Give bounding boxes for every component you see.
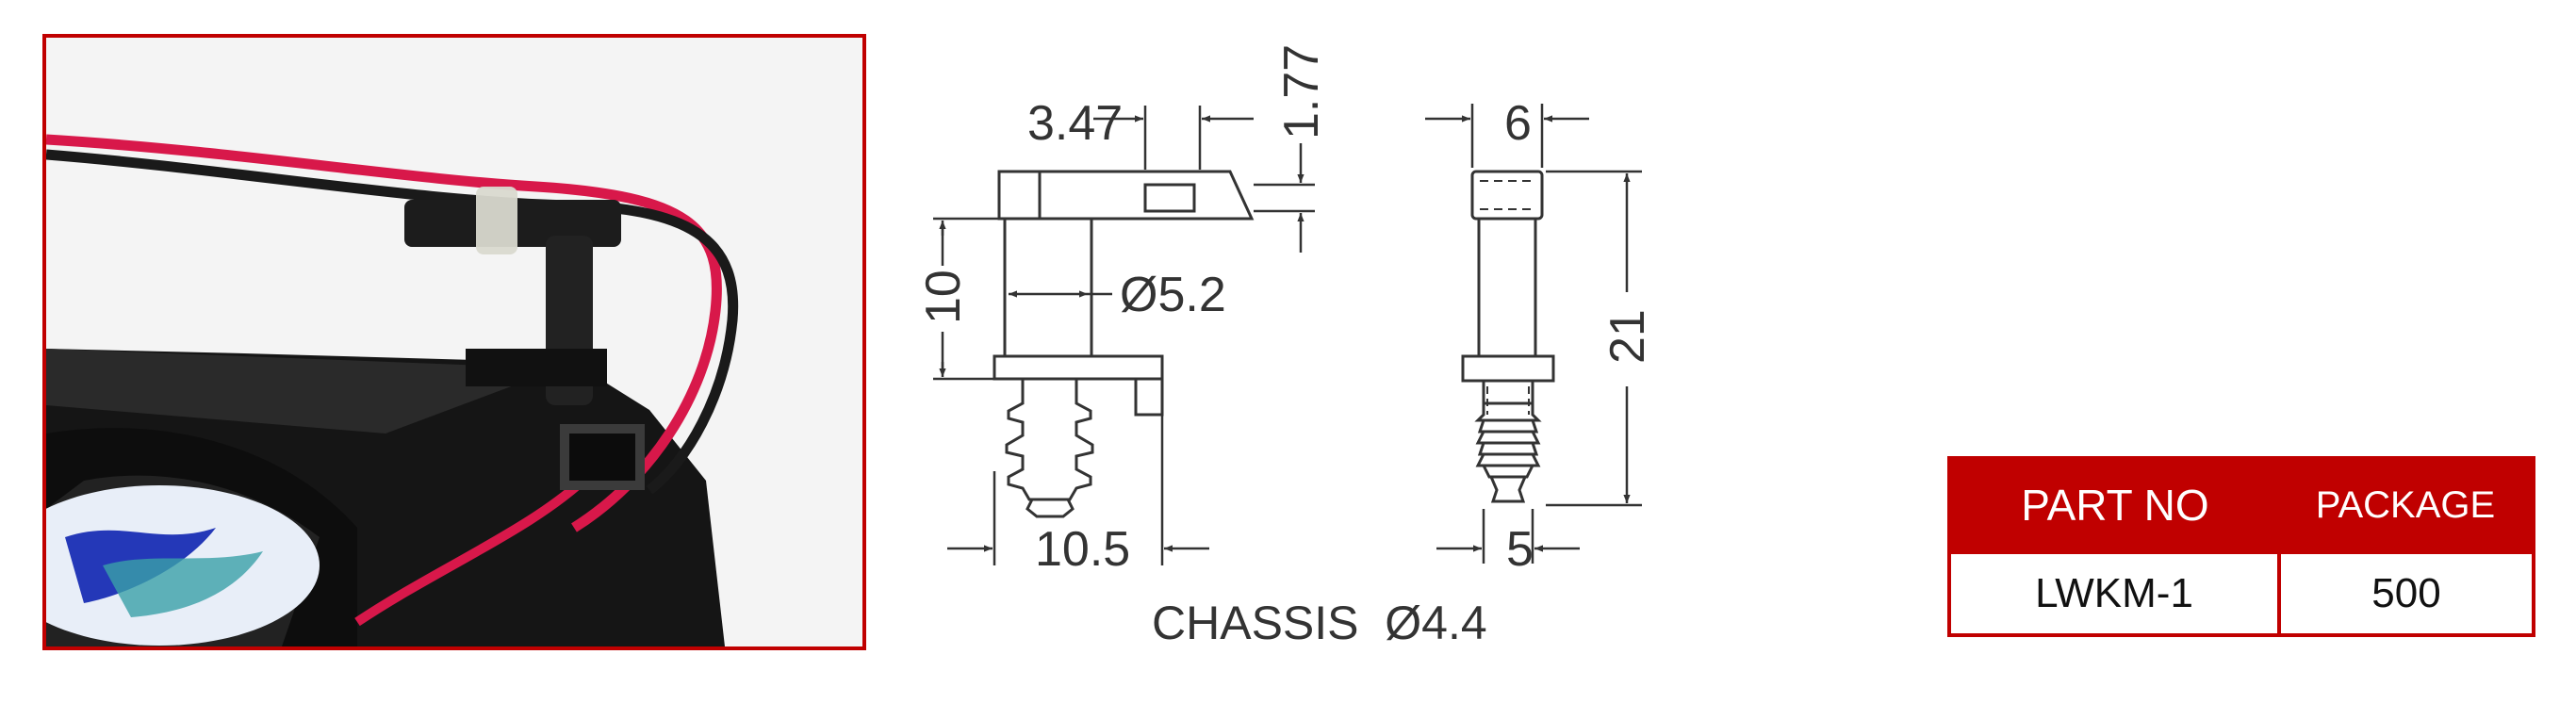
dim-height-left: 10 <box>916 270 971 324</box>
spec-table: PART NO PACKAGE LWKM-1 500 <box>1947 456 2535 637</box>
dim-side-width: 6 <box>1504 96 1532 151</box>
side-view-dimensions <box>1425 104 1642 564</box>
spec-table-header-row: PART NO PACKAGE <box>1949 458 2534 552</box>
dim-bottom-width: 5 <box>1506 522 1534 577</box>
dim-height-top: 1.77 <box>1274 44 1329 139</box>
cell-part-no: LWKM-1 <box>1947 550 2281 637</box>
table-row: LWKM-1 500 <box>1947 550 2535 637</box>
side-view <box>1461 170 1555 503</box>
dim-diameter: Ø5.2 <box>1120 268 1226 322</box>
product-photo <box>42 34 866 650</box>
header-part-no: PART NO <box>1949 458 2279 552</box>
front-view-dimensions <box>933 106 1315 565</box>
front-view <box>993 170 1255 518</box>
chassis-label: CHASSIS Ø4.4 <box>1152 597 1487 649</box>
dim-width-top: 3.47 <box>1027 96 1123 151</box>
product-photo-illustration <box>46 38 862 646</box>
cell-package: 500 <box>2277 550 2535 637</box>
dim-base-width: 10.5 <box>1035 522 1130 577</box>
header-package: PACKAGE <box>2279 458 2534 552</box>
dim-total-height: 21 <box>1600 309 1655 364</box>
